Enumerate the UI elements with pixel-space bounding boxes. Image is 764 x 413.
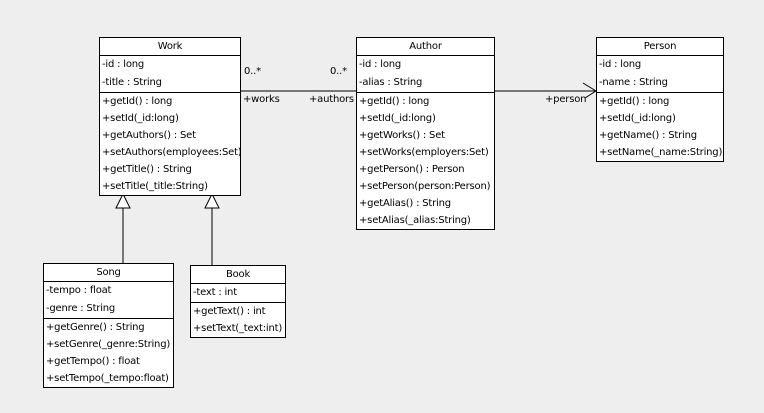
attributes-compartment: -text : int — [191, 284, 285, 303]
multiplicity-label-author-end: 0..* — [330, 66, 347, 77]
method-row: +setWorks(employers:Set) — [359, 147, 489, 158]
role-label-authors: +authors — [309, 94, 354, 105]
methods-compartment: +getId() : long +setId(_id:long) +getNam… — [597, 93, 723, 161]
method-row: +getTempo() : float — [46, 356, 140, 367]
attributes-compartment: -id : long -alias : String — [357, 56, 494, 93]
method-row: +getId() : long — [599, 96, 670, 107]
method-row: +getTitle() : String — [102, 164, 192, 175]
uml-class-person[interactable]: Person -id : long -name : String +getId(… — [596, 37, 724, 162]
method-row: +getWorks() : Set — [359, 130, 445, 141]
attributes-compartment: -id : long -title : String — [100, 56, 240, 93]
attribute-row: -title : String — [102, 77, 162, 88]
method-row: +setTempo(_tempo:float) — [46, 373, 169, 384]
attribute-row: -id : long — [102, 59, 145, 70]
method-row: +setAuthors(employees:Set) — [102, 147, 241, 158]
attribute-row: -tempo : float — [46, 285, 112, 296]
method-row: +setAlias(_alias:String) — [359, 215, 471, 226]
method-row: +setTitle(_title:String) — [102, 181, 208, 192]
attribute-row: -id : long — [599, 59, 642, 70]
attributes-compartment: -tempo : float -genre : String — [44, 282, 173, 319]
class-name: Person — [597, 38, 723, 56]
method-row: +setText(_text:int) — [193, 323, 283, 334]
method-row: +setPerson(person:Person) — [359, 181, 491, 192]
method-row: +getId() : long — [359, 96, 430, 107]
methods-compartment: +getId() : long +setId(_id:long) +getWor… — [357, 93, 494, 229]
method-row: +setGenre(_genre:String) — [46, 339, 171, 350]
attribute-row: -id : long — [359, 59, 402, 70]
uml-class-book[interactable]: Book -text : int +getText() : int +setTe… — [190, 265, 286, 338]
method-row: +getText() : int — [193, 306, 266, 317]
generalization-song-work[interactable] — [115, 192, 131, 263]
attribute-row: -name : String — [599, 77, 668, 88]
method-row: +getGenre() : String — [46, 322, 145, 333]
methods-compartment: +getGenre() : String +setGenre(_genre:St… — [44, 319, 173, 387]
class-name: Author — [357, 38, 494, 56]
methods-compartment: +getText() : int +setText(_text:int) — [191, 303, 285, 337]
class-name: Book — [191, 266, 285, 284]
method-row: +getId() : long — [102, 96, 173, 107]
attributes-compartment: -id : long -name : String — [597, 56, 723, 93]
uml-class-work[interactable]: Work -id : long -title : String +getId()… — [99, 37, 241, 196]
method-row: +getAlias() : String — [359, 198, 451, 209]
method-row: +setId(_id:long) — [102, 113, 179, 124]
methods-compartment: +getId() : long +setId(_id:long) +getAut… — [100, 93, 240, 195]
uml-class-author[interactable]: Author -id : long -alias : String +getId… — [356, 37, 495, 230]
method-row: +getName() : String — [599, 130, 697, 141]
role-label-works: +works — [243, 94, 280, 105]
method-row: +setId(_id:long) — [599, 113, 676, 124]
multiplicity-label-work-end: 0..* — [244, 66, 261, 77]
class-name: Work — [100, 38, 240, 56]
attribute-row: -alias : String — [359, 77, 423, 88]
triangle-arrowhead-icon — [204, 192, 220, 209]
generalization-book-work[interactable] — [204, 192, 220, 265]
role-label-person: +person — [545, 94, 587, 105]
uml-class-song[interactable]: Song -tempo : float -genre : String +get… — [43, 263, 174, 388]
method-row: +setName(_name:String) — [599, 147, 723, 158]
attribute-row: -text : int — [193, 287, 237, 298]
attribute-row: -genre : String — [46, 303, 116, 314]
triangle-arrowhead-icon — [115, 192, 131, 209]
method-row: +getPerson() : Person — [359, 164, 465, 175]
method-row: +getAuthors() : Set — [102, 130, 196, 141]
class-name: Song — [44, 264, 173, 282]
method-row: +setId(_id:long) — [359, 113, 436, 124]
